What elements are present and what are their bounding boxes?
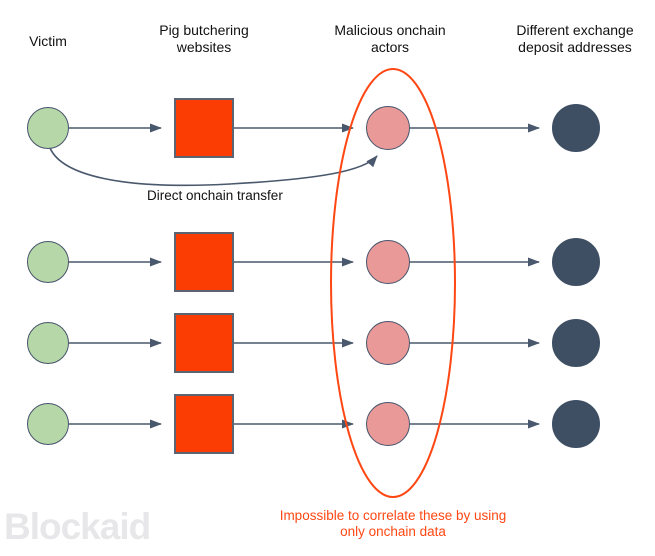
column-header-victim: Victim [29, 33, 67, 49]
correlation-note: Impossible to correlate these by using o… [279, 508, 507, 539]
column-header-exchange: Different exchange deposit addresses [516, 22, 634, 55]
exchange-node [552, 238, 600, 286]
exchange-node [552, 400, 600, 448]
actor-node [366, 321, 410, 365]
column-header-actors: Malicious onchain actors [334, 22, 446, 55]
victim-node [27, 241, 69, 283]
website-node [174, 232, 234, 292]
website-node [174, 313, 234, 373]
exchange-node [552, 319, 600, 367]
actor-node [366, 402, 410, 446]
website-node [174, 394, 234, 454]
website-node [174, 98, 234, 158]
victim-node [27, 107, 69, 149]
blockaid-watermark-logo: Blockaid [4, 506, 151, 547]
actor-node [366, 106, 410, 150]
victim-node [27, 322, 69, 364]
column-header-websites: Pig butchering websites [159, 22, 249, 55]
direct-transfer-label: Direct onchain transfer [147, 188, 283, 203]
actor-node [366, 240, 410, 284]
exchange-node [552, 104, 600, 152]
correlation-ellipse [330, 68, 456, 498]
arrow-direct-onchain-transfer [49, 147, 378, 187]
victim-node [27, 403, 69, 445]
